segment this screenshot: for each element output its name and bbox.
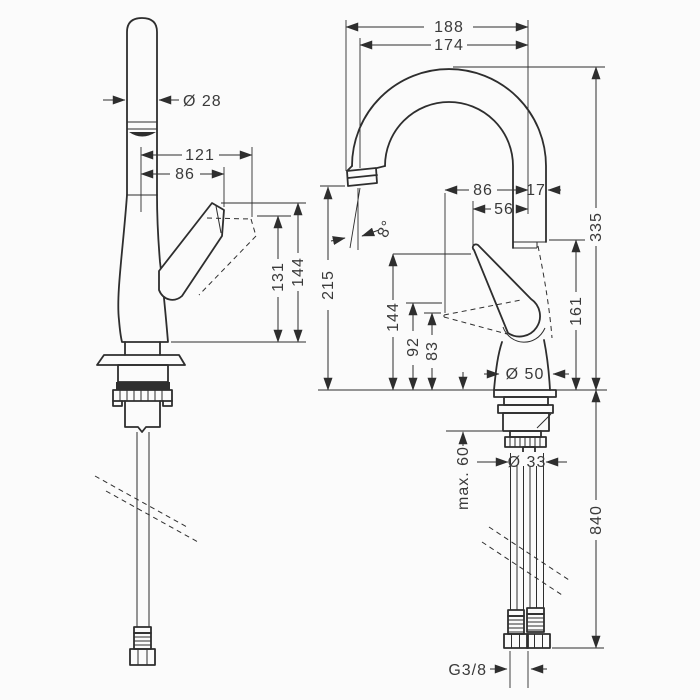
dim-arrow bbox=[361, 227, 380, 237]
side-body-joint-height-label: 161 bbox=[568, 296, 585, 326]
side-hose-ridged-left bbox=[507, 615, 525, 635]
side-hose-nut-facets bbox=[504, 634, 550, 649]
side-hose-ridged-right bbox=[526, 613, 545, 633]
extension-line bbox=[509, 651, 529, 688]
front-neck bbox=[124, 341, 161, 356]
side-handle-low-height-label: 83 bbox=[424, 341, 441, 361]
side-max-counter-thickness-label: max. 60 bbox=[455, 446, 472, 510]
side-base-diameter-label: Ø 50 bbox=[506, 366, 545, 383]
label-backing bbox=[511, 452, 543, 466]
front-handle-swung-dashed bbox=[198, 217, 257, 296]
side-handle bbox=[471, 243, 541, 338]
front-supply-hose bbox=[136, 432, 150, 627]
side-handle-up-reach-label: 56 bbox=[494, 201, 514, 218]
side-handle-tip-height-label: 144 bbox=[385, 302, 402, 332]
front-shank bbox=[124, 400, 161, 433]
angle-reference-lines bbox=[349, 187, 361, 250]
side-overall-height-label: 335 bbox=[588, 212, 605, 242]
side-hose-length-label: 840 bbox=[588, 505, 605, 535]
front-gasket bbox=[116, 382, 170, 390]
side-connection-thread-label: G3/8 bbox=[448, 662, 487, 679]
side-spout-outlet bbox=[346, 165, 386, 187]
side-handle-down-dashed bbox=[443, 299, 522, 335]
side-shank-diameter-label: Ø 33 bbox=[508, 454, 547, 471]
side-block-hatch bbox=[536, 413, 552, 429]
front-handle-edge bbox=[215, 205, 222, 234]
front-hose-nut-facets bbox=[137, 649, 148, 665]
side-handle-collar-arc bbox=[502, 326, 546, 343]
front-spout-joint-lines bbox=[127, 121, 157, 196]
side-hose-ridge-lines-right bbox=[527, 617, 544, 631]
side-hose-break-lines bbox=[481, 526, 570, 596]
side-spout-outer-arc bbox=[351, 68, 547, 243]
front-handle-reach-label: 86 bbox=[175, 166, 195, 183]
side-mounting-block bbox=[502, 412, 550, 432]
side-view bbox=[346, 68, 570, 649]
front-mounting-nut bbox=[112, 389, 173, 402]
front-view-dimensions: Ø 28 121 86 131 144 bbox=[103, 93, 307, 343]
side-body-cone bbox=[493, 339, 551, 391]
front-nut-tabs bbox=[112, 400, 173, 407]
side-upper-block bbox=[503, 396, 549, 406]
side-spout-inner-arc bbox=[384, 101, 514, 249]
side-escutcheon bbox=[493, 389, 557, 398]
front-height-high-label: 144 bbox=[290, 257, 307, 287]
front-spout-diameter-label: Ø 28 bbox=[183, 93, 222, 110]
side-view-dimensions: 188 174 335 215 8° 86 17 56 144 bbox=[318, 19, 607, 688]
front-escutcheon bbox=[96, 354, 186, 366]
side-handle-mid-height-label: 92 bbox=[405, 337, 422, 357]
side-column-step bbox=[513, 241, 546, 249]
side-hose-nut-left bbox=[503, 633, 529, 649]
side-outlet-height-label: 215 bbox=[320, 270, 337, 300]
front-aerator-band bbox=[129, 132, 156, 137]
dim-arrow bbox=[330, 236, 346, 245]
front-hose-break-lines bbox=[94, 475, 199, 543]
front-handle bbox=[158, 202, 225, 301]
front-hose-nut bbox=[129, 648, 156, 666]
front-hose-ridge-lines bbox=[134, 636, 151, 646]
side-washer bbox=[497, 404, 554, 414]
front-height-low-label: 131 bbox=[270, 262, 287, 292]
side-body-hidden-edge bbox=[537, 245, 553, 339]
front-spout-tube bbox=[126, 17, 158, 196]
side-spout-reach-label: 174 bbox=[434, 37, 464, 54]
side-nut-ridges bbox=[509, 437, 541, 447]
front-view bbox=[94, 17, 257, 666]
side-shank-tubes bbox=[510, 453, 544, 610]
front-body bbox=[117, 194, 169, 343]
side-hose-nut-right bbox=[526, 633, 551, 649]
side-outlet-angle-label: 8° bbox=[375, 218, 398, 241]
side-hose-ridge-lines-left bbox=[508, 619, 524, 633]
front-mounting-block bbox=[117, 364, 169, 383]
front-nut-ridges bbox=[119, 390, 163, 401]
side-edge-offset-label: 17 bbox=[526, 182, 546, 199]
side-handle-reach-label: 86 bbox=[473, 182, 493, 199]
front-swing-reach-label: 121 bbox=[185, 147, 215, 164]
side-overall-reach-label: 188 bbox=[434, 19, 464, 36]
